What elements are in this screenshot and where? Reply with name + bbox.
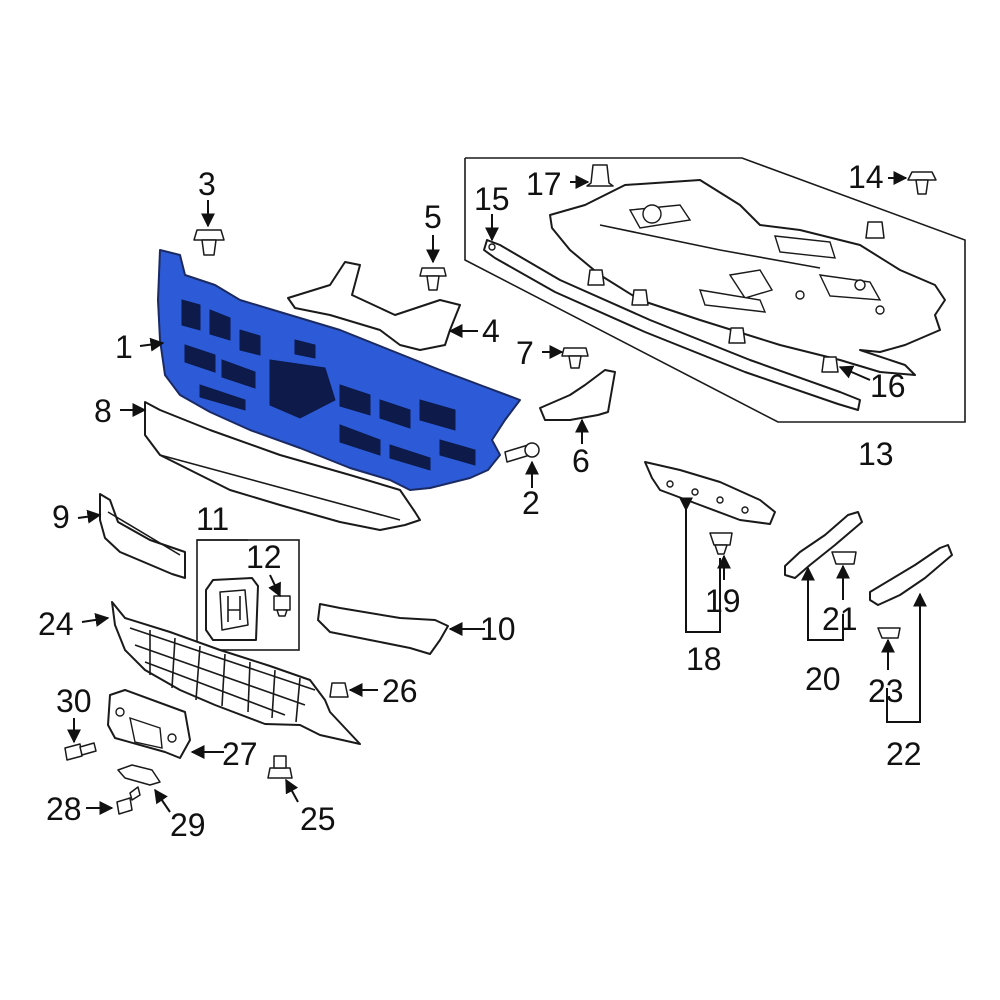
callout-labels: 1 2 3 4 5 6 7 8 9 10 11 12 13 14 15 16 1… [38,159,922,843]
callout-9: 9 [52,499,70,535]
callout-13: 13 [858,436,894,472]
part-22-bracket[interactable] [869,544,953,606]
part-25-clip[interactable] [267,755,293,779]
part-1-upper-grille[interactable] [157,249,521,491]
part-14-push-clip[interactable] [907,171,937,195]
callout-19: 19 [705,583,741,619]
callout-6: 6 [572,443,590,479]
part-6-bracket[interactable] [539,369,616,421]
callout-25: 25 [300,801,336,837]
part-7-push-clip[interactable] [561,347,589,369]
part-13-clips [586,164,885,373]
callout-30: 30 [56,683,92,719]
part-30-bolt[interactable] [64,742,97,761]
lower-grille-mesh [129,627,316,723]
grille-openings [181,299,476,471]
part-5-push-clip[interactable] [419,267,447,291]
callout-1: 1 [115,329,133,365]
part-15-support-rail[interactable] [483,239,861,411]
callout-2: 2 [522,485,540,521]
part-28-bolt[interactable] [116,786,141,815]
callout-17: 17 [526,166,562,202]
callout-7: 7 [516,335,534,371]
callout-28: 28 [46,791,82,827]
part-11-emblem[interactable] [205,577,259,641]
part-23-clip[interactable] [877,627,901,639]
callout-10: 10 [480,611,516,647]
part-11-emblem-box [196,539,300,651]
callout-5: 5 [424,199,442,235]
callout-22: 22 [886,736,922,772]
callout-20: 20 [805,661,841,697]
part-13-splash-shield[interactable] [549,179,946,376]
part-9-garnish[interactable] [99,493,186,579]
callout-16: 16 [870,368,906,404]
clip-top-right [865,221,885,239]
part-26-clip[interactable] [329,682,349,698]
part-12-clip[interactable] [273,595,291,617]
grille-body [157,249,521,491]
part-20-bracket[interactable] [784,511,863,579]
part-3-push-clip[interactable] [193,229,225,256]
callout-12: 12 [246,539,282,575]
callout-4: 4 [482,313,500,349]
callout-11: 11 [196,501,229,537]
callout-15: 15 [474,181,510,217]
part-2-screw[interactable] [504,442,540,463]
callout-21: 21 [822,601,858,637]
part-8-molding[interactable] [144,401,421,531]
clip-17 [586,164,614,187]
part-27-license-bracket[interactable] [107,689,191,759]
clip-c [728,327,746,344]
clip-a [587,269,605,286]
clip-16 [821,356,839,373]
part-24-lower-grille[interactable] [111,601,361,745]
part-10-garnish[interactable] [317,603,449,655]
callout-14: 14 [848,159,884,195]
callout-24: 24 [38,606,74,642]
assembly-13-outline [464,157,966,423]
part-19-clip[interactable] [709,532,733,555]
part-29-bracket[interactable] [117,764,161,786]
part-4-bracket[interactable] [287,261,461,351]
part-21-clip[interactable] [831,551,857,565]
callout-26: 26 [382,673,418,709]
callout-3: 3 [198,166,216,202]
leaders [67,171,927,815]
callout-29: 29 [170,807,206,843]
callout-8: 8 [94,393,112,429]
callout-18: 18 [686,641,722,677]
callout-23: 23 [868,673,904,709]
part-18-reinforcement[interactable] [644,461,776,525]
clip-b [631,289,649,306]
callout-27: 27 [222,736,258,772]
